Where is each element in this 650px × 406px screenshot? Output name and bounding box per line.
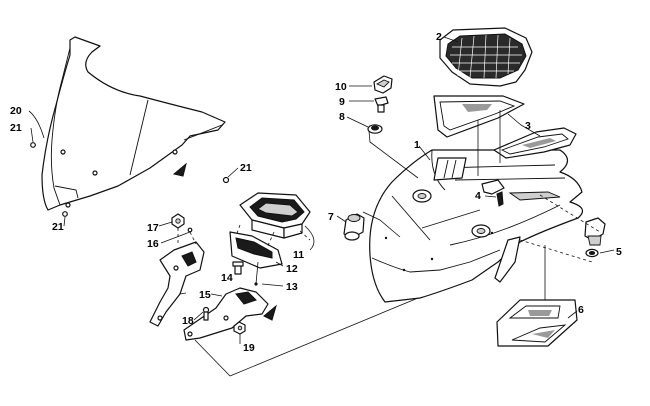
callout-19: 19	[243, 342, 255, 354]
windshield	[41, 36, 226, 211]
direction-arrow-icon	[263, 304, 277, 321]
hood-bracket	[481, 179, 505, 207]
callout-18: 18	[182, 315, 194, 327]
fastener	[202, 306, 210, 321]
callout-16: 16	[147, 238, 159, 250]
switch-knob	[343, 213, 365, 241]
right-knob	[584, 217, 606, 258]
callout-5: 5	[616, 246, 622, 258]
mounting-nut	[233, 321, 246, 335]
gauge-bracket	[229, 231, 283, 269]
callout-20: 20	[10, 105, 22, 117]
lower-decal-panel	[496, 299, 578, 347]
callout-17: 17	[147, 222, 159, 234]
callout-10: 10	[335, 81, 347, 93]
side-vent-upper	[433, 95, 525, 138]
bracket-bolt	[232, 261, 244, 275]
windshield-screw-hole	[65, 202, 71, 208]
support-bracket-left	[149, 241, 205, 327]
knob-grommet	[367, 124, 383, 134]
callout-15: 15	[199, 289, 211, 301]
callout-21: 21	[240, 162, 252, 174]
callout-8: 8	[339, 111, 345, 123]
callout-1: 1	[414, 139, 420, 151]
knob-cap	[373, 75, 393, 94]
callout-7: 7	[328, 211, 334, 223]
callout-2: 2	[436, 31, 442, 43]
callout-3: 3	[525, 120, 531, 132]
windshield-screw-hole	[60, 149, 66, 155]
callout-11: 11	[293, 249, 304, 261]
callout-21: 21	[10, 122, 22, 134]
vent-grille	[439, 27, 533, 87]
callout-13: 13	[286, 281, 298, 293]
callout-9: 9	[339, 96, 345, 108]
direction-arrow-icon	[172, 162, 187, 177]
side-vent-lower	[493, 127, 577, 159]
nut	[171, 213, 185, 229]
knob-screw	[374, 96, 389, 113]
windshield-screw-hole	[172, 149, 178, 155]
hood-body	[369, 149, 584, 303]
callout-6: 6	[578, 304, 584, 316]
support-bracket-right	[183, 287, 277, 341]
callout-12: 12	[286, 263, 298, 275]
windshield-screw-hole	[92, 170, 98, 176]
callout-4: 4	[475, 190, 481, 202]
gauge-housing	[239, 192, 311, 239]
callout-21: 21	[52, 221, 64, 233]
washer	[187, 227, 193, 233]
callout-14: 14	[221, 272, 233, 284]
windshield-screw	[30, 142, 230, 217]
